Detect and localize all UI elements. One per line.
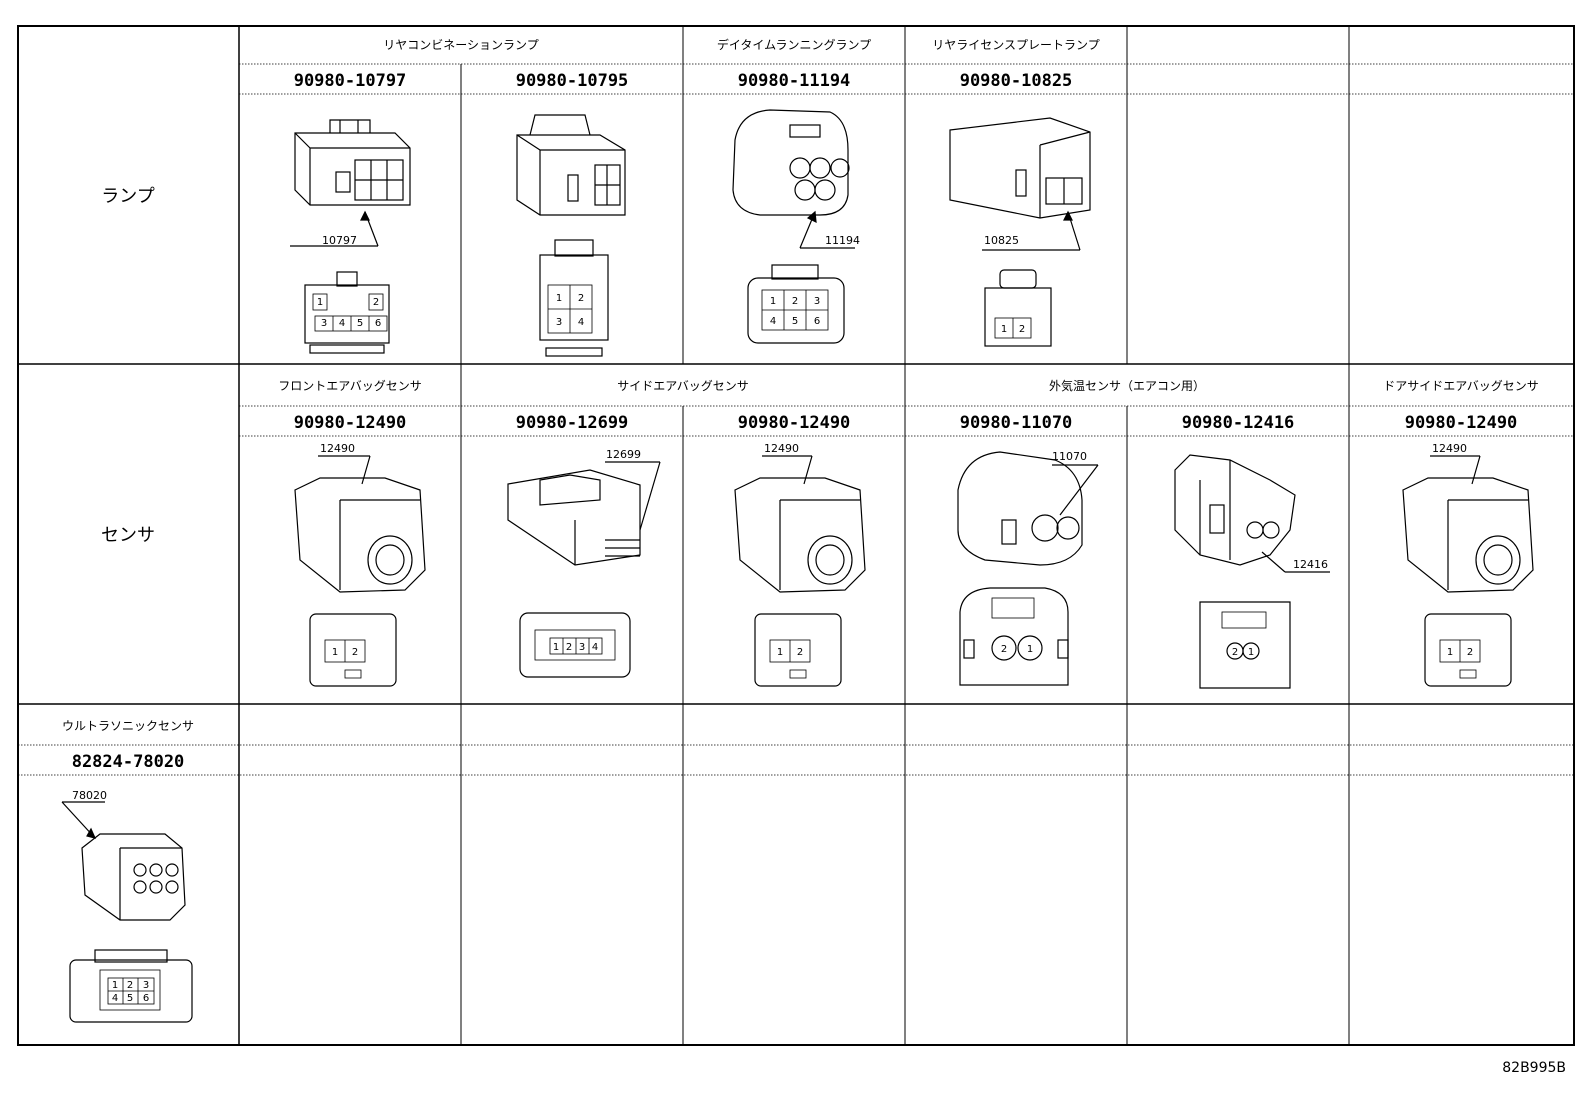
- callout-label: 12490: [764, 442, 799, 455]
- connector-12490-drawing: [734, 455, 866, 687]
- pin-number: 1: [553, 642, 559, 653]
- pin-number: 3: [579, 642, 585, 653]
- group-header: ウルトラソニックセンサ: [62, 719, 194, 733]
- pin-number: 6: [143, 993, 149, 1004]
- pin-number: 2: [792, 296, 798, 307]
- group-header: サイドエアバッグセンサ: [617, 379, 749, 393]
- pin-number: 4: [592, 642, 598, 653]
- table-grid: [17, 25, 1575, 1046]
- group-header: ドアサイドエアバッグセンサ: [1383, 379, 1539, 393]
- pin-number: 5: [792, 316, 798, 327]
- callout-label: 12699: [606, 448, 641, 461]
- group-header: フロントエアバッグセンサ: [278, 379, 422, 393]
- pin-number: 6: [375, 318, 381, 329]
- pin-layout: 1 2 3 4 5 6: [770, 296, 820, 327]
- pin-number: 1: [1248, 647, 1254, 658]
- pin-number: 3: [556, 317, 562, 328]
- pin-layout: 2 1: [1232, 647, 1254, 658]
- connector-10825-drawing: [949, 117, 1091, 347]
- pin-number: 2: [566, 642, 572, 653]
- pin-layout: 1 2 3 4: [556, 293, 584, 328]
- pin-number: 2: [797, 647, 803, 658]
- part-number: 90980-12416: [1182, 413, 1295, 433]
- pin-layout: 1 2: [332, 647, 358, 658]
- pin-layout: 2 1: [1001, 644, 1033, 655]
- pin-number: 3: [321, 318, 327, 329]
- document-id: 82B995B: [1502, 1060, 1566, 1076]
- callout-label: 78020: [72, 789, 107, 802]
- pin-layout: 1 2 3 4 5 6: [312, 293, 388, 332]
- pin-layout: 1 2: [1001, 324, 1025, 335]
- pin-number: 2: [1467, 647, 1473, 658]
- part-number: 90980-11194: [738, 71, 851, 91]
- callout-label: 12490: [1432, 442, 1467, 455]
- pin-number: 1: [1001, 324, 1007, 335]
- group-header: リヤライセンスプレートランプ: [932, 38, 1099, 52]
- part-number: 90980-12490: [294, 413, 407, 433]
- pin-layout: 1 2: [777, 647, 803, 658]
- pin-layout: 1 2: [1447, 647, 1473, 658]
- pin-number: 4: [339, 318, 345, 329]
- pin-number: 2: [373, 297, 379, 308]
- connector-12699-drawing: [507, 461, 661, 678]
- callout-label: 12416: [1293, 558, 1328, 571]
- part-number: 90980-12490: [738, 413, 851, 433]
- part-number: 90980-12699: [516, 413, 629, 433]
- pin-number: 4: [770, 316, 776, 327]
- category-sensor: センサ: [101, 525, 155, 546]
- pin-number: 6: [814, 316, 820, 327]
- part-number: 90980-10797: [294, 71, 407, 91]
- connector-12416-drawing: [1174, 454, 1330, 689]
- callout-label: 11070: [1052, 450, 1087, 463]
- pin-number: 2: [1001, 644, 1007, 655]
- pin-number: 5: [127, 993, 133, 1004]
- category-lamp: ランプ: [101, 186, 154, 207]
- pin-layout: 1 2 3 4: [553, 642, 598, 653]
- pin-number: 2: [1019, 324, 1025, 335]
- pin-number: 1: [777, 647, 783, 658]
- pin-number: 3: [814, 296, 820, 307]
- callout-label: 11194: [825, 234, 860, 247]
- connector-10795-drawing: [516, 114, 626, 357]
- callout-label: 12490: [320, 442, 355, 455]
- pin-number: 5: [357, 318, 363, 329]
- connector-10797-drawing: [290, 119, 411, 354]
- pin-number: 1: [1447, 647, 1453, 658]
- connector-12490-drawing: [294, 455, 426, 687]
- pin-number: 2: [578, 293, 584, 304]
- pin-number: 1: [556, 293, 562, 304]
- pin-number: 1: [317, 297, 323, 308]
- pin-number: 1: [770, 296, 776, 307]
- pin-number: 1: [1027, 644, 1033, 655]
- pin-number: 2: [127, 980, 133, 991]
- part-number: 90980-11070: [960, 413, 1073, 433]
- pin-number: 2: [352, 647, 358, 658]
- pin-number: 2: [1232, 647, 1238, 658]
- connector-11070-drawing: [957, 451, 1099, 686]
- pin-number: 4: [112, 993, 118, 1004]
- part-number: 90980-12490: [1405, 413, 1518, 433]
- pin-number: 3: [143, 980, 149, 991]
- pin-number: 1: [112, 980, 118, 991]
- part-number: 82824-78020: [72, 752, 185, 772]
- connector-12490-drawing: [1402, 455, 1534, 687]
- pin-layout: 1 2 3 4 5 6: [112, 980, 149, 1004]
- part-number: 90980-10825: [960, 71, 1073, 91]
- part-number: 90980-10795: [516, 71, 629, 91]
- group-header: リヤコンビネーションランプ: [383, 38, 538, 52]
- callout-label: 10797: [322, 234, 357, 247]
- pin-number: 4: [578, 317, 584, 328]
- callout-label: 10825: [984, 234, 1019, 247]
- group-header: 外気温センサ（エアコン用）: [1049, 378, 1205, 393]
- connector-11194-drawing: [732, 109, 855, 344]
- group-header: デイタイムランニングランプ: [717, 37, 871, 52]
- pin-number: 1: [332, 647, 338, 658]
- connector-78020-drawing: [61, 801, 193, 1023]
